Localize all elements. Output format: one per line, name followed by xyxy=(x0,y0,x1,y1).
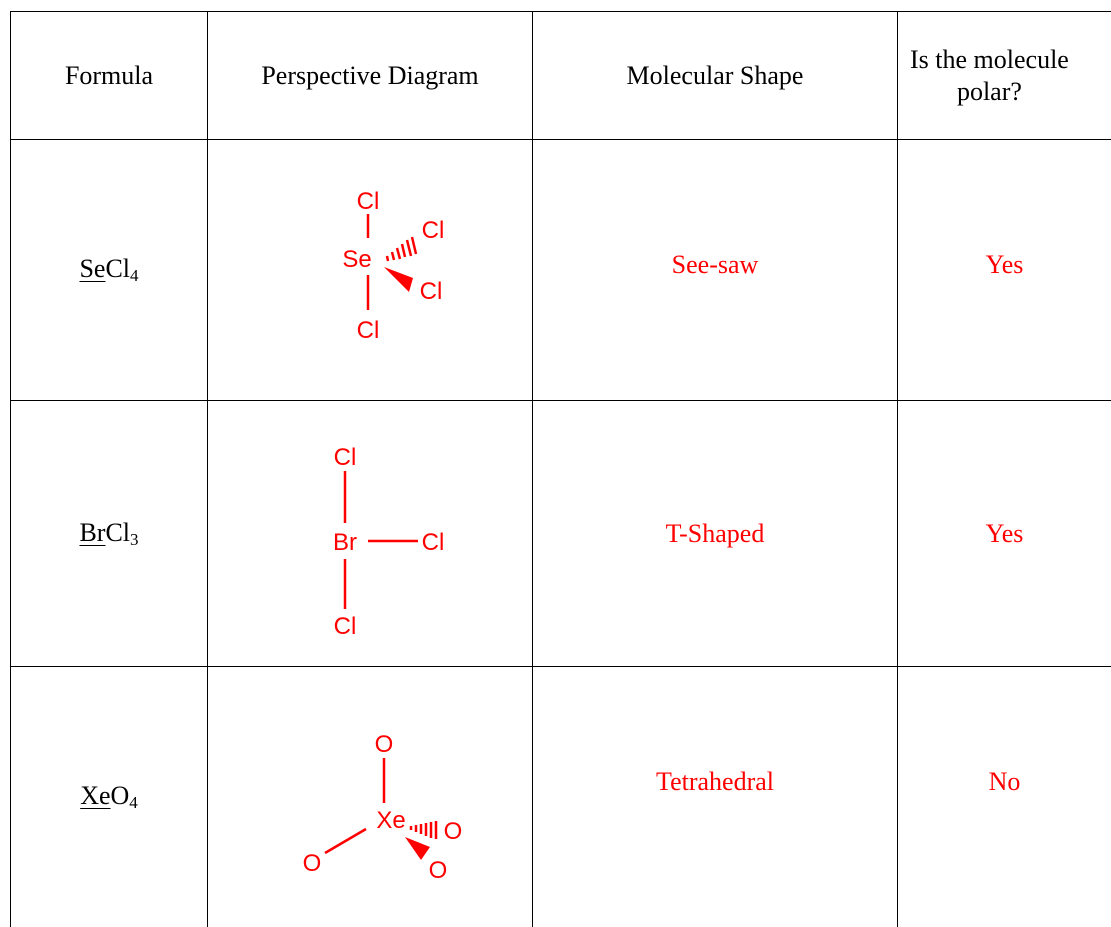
row-1-atom-top: Cl xyxy=(357,188,380,215)
row-1-central-atom: Se xyxy=(79,254,106,284)
header-shape-label: Molecular Shape xyxy=(626,60,804,90)
header-polar-line-1: Is the molecule xyxy=(910,45,1069,75)
table-border-left xyxy=(10,11,11,927)
row-2-ligand-count: 3 xyxy=(130,529,139,549)
header-polarity: Is the molecule polar? xyxy=(898,12,1111,139)
row-3-bond-hashed xyxy=(409,821,438,839)
row-1-atom-bottom: Cl xyxy=(357,317,380,344)
row-3-ligand-count: 4 xyxy=(129,793,138,813)
table-col-divider-3 xyxy=(897,11,898,927)
row-2-atom-center: Br xyxy=(333,529,357,556)
row-3-formula-text: XeO4 xyxy=(80,780,138,813)
row-3-bond-wedge xyxy=(405,837,430,860)
row-2-atom-top: Cl xyxy=(334,444,357,471)
row-3-central-atom: Xe xyxy=(80,781,111,811)
row-3-polar-text: No xyxy=(988,767,1021,797)
header-perspective-diagram: Perspective Diagram xyxy=(208,12,532,139)
table-row-divider-1 xyxy=(10,139,1111,140)
row-1-atom-center: Se xyxy=(342,246,371,273)
table-border-top xyxy=(10,11,1111,12)
row-2-polar-text: Yes xyxy=(985,518,1024,548)
row-1-formula: SeCl4 xyxy=(11,140,207,400)
row-2-formula: BrCl3 xyxy=(11,401,207,666)
row-3-polar: No xyxy=(898,667,1111,897)
row-2-central-atom: Br xyxy=(79,517,106,547)
row-1-ligand-count: 4 xyxy=(130,266,139,286)
header-molecular-shape: Molecular Shape xyxy=(533,12,897,139)
row-3-shape-text: Tetrahedral xyxy=(656,767,774,797)
row-1-atom-hashed: Cl xyxy=(422,217,445,244)
row-1-shape: See-saw xyxy=(533,140,897,390)
row-2-shape-text: T-Shaped xyxy=(665,518,765,548)
header-formula-label: Formula xyxy=(64,60,154,90)
row-3-atom-top: O xyxy=(375,731,394,758)
row-3-atom-wedge: O xyxy=(429,857,448,884)
row-1-ligand: Cl xyxy=(105,254,131,284)
row-2-polar: Yes xyxy=(898,401,1111,666)
row-1-polar: Yes xyxy=(898,140,1111,390)
header-diagram-label: Perspective Diagram xyxy=(261,60,479,90)
row-1-bond-hashed xyxy=(385,236,418,262)
row-3-atom-left: O xyxy=(303,850,322,877)
row-1-perspective-diagram: Cl Se Cl Cl Cl xyxy=(342,188,445,344)
row-2-perspective-diagram: Cl Br Cl Cl xyxy=(333,444,445,640)
row-3-shape: Tetrahedral xyxy=(533,667,897,897)
row-2-formula-text: BrCl3 xyxy=(79,517,138,550)
row-3-ligand: O xyxy=(110,781,130,811)
row-2-ligand: Cl xyxy=(105,517,131,547)
header-polar-line-2: polar? xyxy=(956,76,1022,106)
row-2-atom-right: Cl xyxy=(422,529,445,556)
row-2-atom-bottom: Cl xyxy=(334,613,357,640)
table-col-divider-2 xyxy=(532,11,533,927)
table-col-divider-1 xyxy=(207,11,208,927)
row-3-atom-center: Xe xyxy=(376,807,405,834)
table-row-divider-2 xyxy=(10,400,1111,401)
row-3-bond-left xyxy=(324,827,367,855)
header-formula: Formula xyxy=(11,12,207,139)
row-3-perspective-diagram: O Xe O O O xyxy=(303,731,463,884)
row-3-formula: XeO4 xyxy=(11,667,207,927)
row-1-shape-text: See-saw xyxy=(671,250,759,280)
row-2-shape: T-Shaped xyxy=(533,401,897,666)
row-1-atom-wedge: Cl xyxy=(420,278,443,305)
table-row-divider-3 xyxy=(10,666,1111,667)
row-1-formula-text: SeCl4 xyxy=(79,253,138,286)
row-1-bond-wedge xyxy=(384,267,413,292)
row-3-atom-hashed: O xyxy=(444,818,463,845)
row-1-polar-text: Yes xyxy=(985,250,1024,280)
